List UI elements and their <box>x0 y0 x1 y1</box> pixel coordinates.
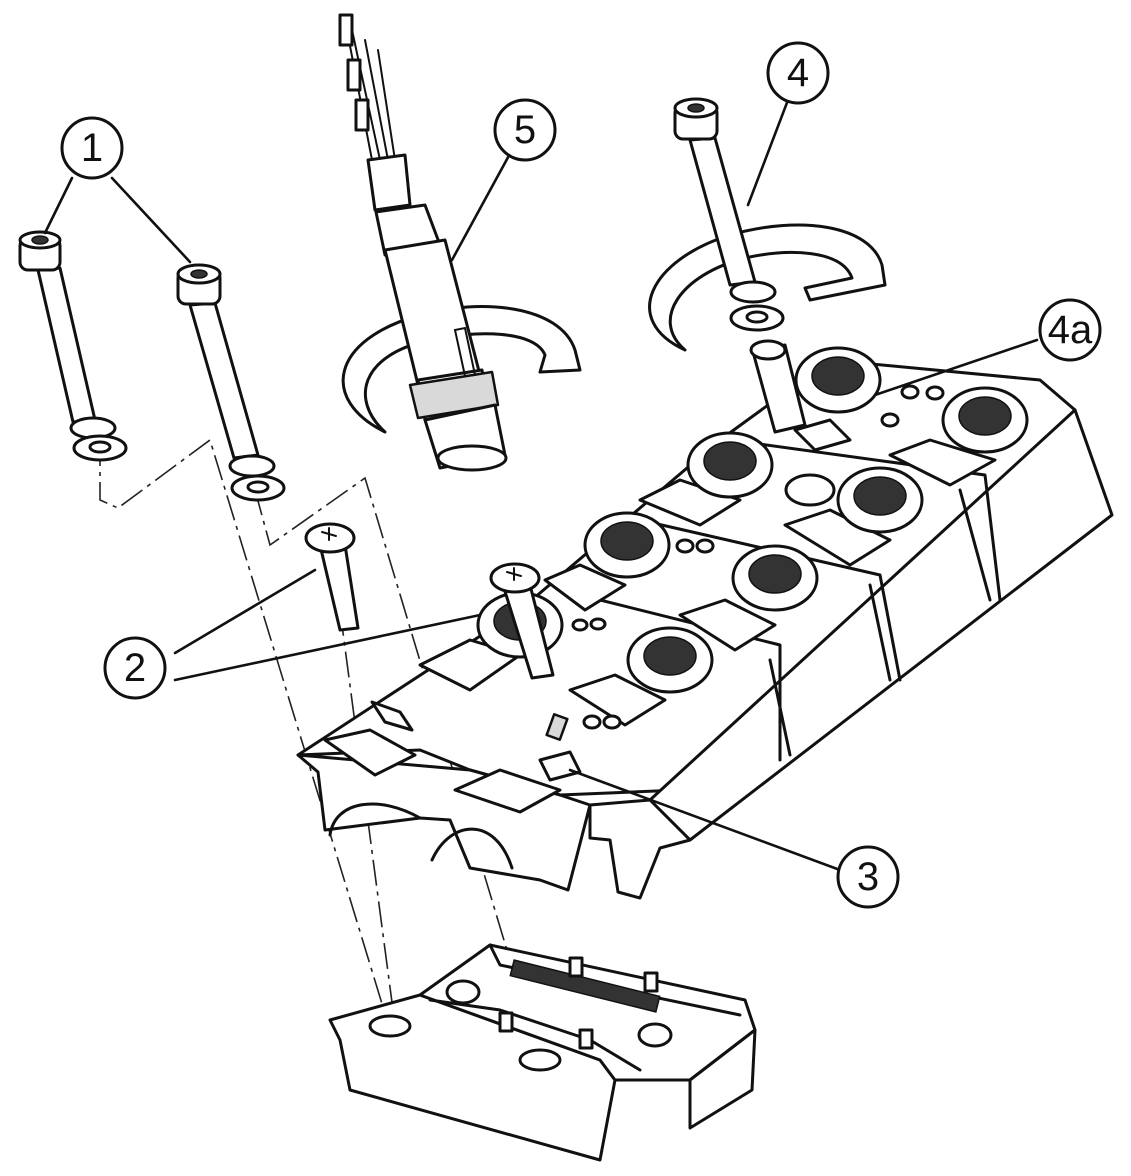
callout-5: 5 <box>493 98 557 162</box>
leader-lines <box>43 98 1039 872</box>
callout-3-label: 3 <box>857 855 879 899</box>
callout-3: 3 <box>836 845 900 909</box>
screw-set-center <box>304 522 555 680</box>
callout-4-label: 4 <box>787 51 809 95</box>
callout-4: 4 <box>766 41 830 105</box>
callout-4a: 4a <box>1038 298 1102 362</box>
screw-rotation-set <box>648 97 887 434</box>
socket-icon <box>836 466 924 534</box>
screw-set-left <box>18 230 286 502</box>
m12-connector <box>338 13 582 472</box>
socket-icon <box>941 386 1029 454</box>
mounting-base-plate <box>328 943 757 1162</box>
callout-5-label: 5 <box>514 108 536 152</box>
socket-icon <box>794 346 882 414</box>
callout-1: 1 <box>60 116 124 180</box>
callout-4a-label: 4a <box>1048 308 1093 352</box>
callout-2: 2 <box>103 636 167 700</box>
socket-icon <box>626 626 714 694</box>
callout-2-label: 2 <box>124 646 146 690</box>
socket-icon <box>731 544 819 612</box>
socket-icon <box>583 511 671 579</box>
callout-1-label: 1 <box>81 126 103 170</box>
socket-icon <box>686 431 774 499</box>
